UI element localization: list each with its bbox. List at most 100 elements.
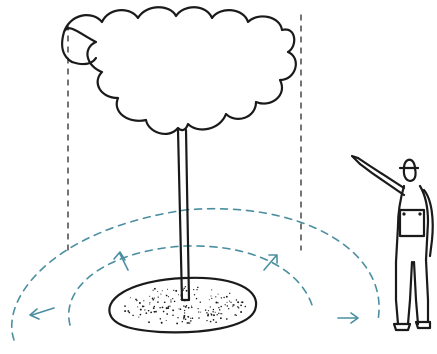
- soil-speck: [124, 305, 126, 307]
- soil-speck: [215, 321, 217, 323]
- soil-speck: [166, 320, 167, 321]
- soil-speck: [225, 304, 226, 305]
- soil-speck: [192, 317, 194, 319]
- soil-speck: [132, 315, 134, 317]
- soil-speck: [198, 317, 200, 319]
- soil-speck: [210, 321, 212, 323]
- tree-icon: [62, 7, 296, 300]
- soil-speck: [175, 290, 177, 292]
- soil-speck: [191, 307, 193, 309]
- soil-texture: [124, 286, 246, 324]
- soil-speck: [170, 301, 171, 302]
- soil-speck: [184, 310, 185, 311]
- soil-speck: [144, 309, 145, 310]
- soil-speck: [200, 312, 201, 313]
- soil-speck: [238, 307, 239, 308]
- soil-speck: [167, 289, 168, 290]
- soil-speck: [167, 307, 169, 309]
- soil-speck: [150, 312, 152, 314]
- soil-speck: [157, 291, 158, 292]
- soil-speck: [198, 311, 199, 312]
- soil-speck: [210, 295, 211, 296]
- soil-speck: [160, 318, 162, 320]
- soil-speck: [148, 321, 150, 323]
- soil-speck: [137, 306, 138, 307]
- soil-speck: [177, 317, 178, 318]
- soil-speck: [188, 323, 189, 324]
- soil-speck: [140, 309, 142, 311]
- soil-speck: [189, 322, 190, 323]
- soil-speck: [226, 302, 227, 303]
- soil-speck: [200, 302, 201, 303]
- soil-speck: [198, 308, 199, 309]
- soil-speck: [237, 301, 239, 303]
- soil-speck: [226, 296, 228, 298]
- soil-speck: [210, 306, 211, 307]
- root-zone-rings: [12, 209, 379, 340]
- soil-speck: [178, 294, 179, 295]
- soil-speck: [168, 306, 169, 307]
- farmer-pointing-icon: [352, 156, 433, 330]
- soil-speck: [140, 314, 142, 316]
- farmer-pointing-arm: [358, 158, 404, 195]
- farmer-boots: [394, 322, 430, 330]
- soil-speck: [234, 304, 235, 305]
- soil-speck: [218, 307, 219, 308]
- soil-speck: [186, 305, 187, 306]
- soil-speck: [143, 300, 144, 301]
- soil-speck: [153, 311, 155, 313]
- soil-speck: [213, 319, 215, 321]
- soil-speck: [206, 320, 207, 321]
- soil-speck: [183, 316, 185, 318]
- overall-button: [402, 212, 405, 215]
- soil-speck: [161, 322, 163, 324]
- soil-speck: [229, 293, 230, 294]
- soil-speck: [159, 307, 160, 308]
- soil-speck: [183, 288, 185, 290]
- soil-speck: [155, 311, 157, 313]
- soil-speck: [154, 298, 155, 299]
- arrow-icon: [338, 313, 358, 323]
- soil-speck: [130, 297, 131, 298]
- soil-speck: [145, 312, 147, 314]
- farmer-legs: [396, 260, 428, 324]
- soil-speck: [208, 310, 209, 311]
- soil-speck: [221, 297, 222, 298]
- soil-speck: [149, 296, 150, 297]
- arrow-icon: [114, 252, 128, 270]
- soil-speck: [190, 318, 191, 319]
- soil-speck: [228, 308, 229, 309]
- soil-speck: [194, 294, 195, 295]
- tree-crown-detail: [72, 58, 96, 64]
- soil-speck: [218, 294, 219, 295]
- soil-speck: [185, 319, 187, 321]
- soil-speck: [162, 307, 164, 309]
- soil-speck: [220, 317, 222, 319]
- soil-speck: [236, 315, 237, 316]
- soil-speck: [152, 299, 154, 301]
- soil-speck: [128, 312, 130, 314]
- soil-speck: [207, 314, 209, 316]
- soil-speck: [241, 302, 242, 303]
- soil-speck: [138, 317, 139, 318]
- soil-speck: [139, 302, 141, 304]
- soil-speck: [240, 305, 242, 307]
- soil-speck: [160, 294, 161, 295]
- soil-speck: [190, 320, 192, 322]
- soil-speck: [185, 286, 186, 287]
- soil-speck: [232, 306, 233, 307]
- soil-speck: [176, 322, 178, 324]
- soil-speck: [213, 314, 215, 316]
- soil-speck: [219, 309, 220, 310]
- soil-speck: [188, 316, 189, 317]
- soil-speck: [153, 307, 155, 309]
- soil-speck: [206, 312, 207, 313]
- tree-crown: [62, 7, 296, 134]
- soil-speck: [157, 301, 159, 303]
- soil-speck: [172, 314, 174, 316]
- soil-speck: [212, 311, 213, 312]
- soil-speck: [226, 318, 228, 320]
- soil-speck: [236, 299, 237, 300]
- soil-speck: [240, 311, 242, 313]
- soil-speck: [213, 309, 215, 311]
